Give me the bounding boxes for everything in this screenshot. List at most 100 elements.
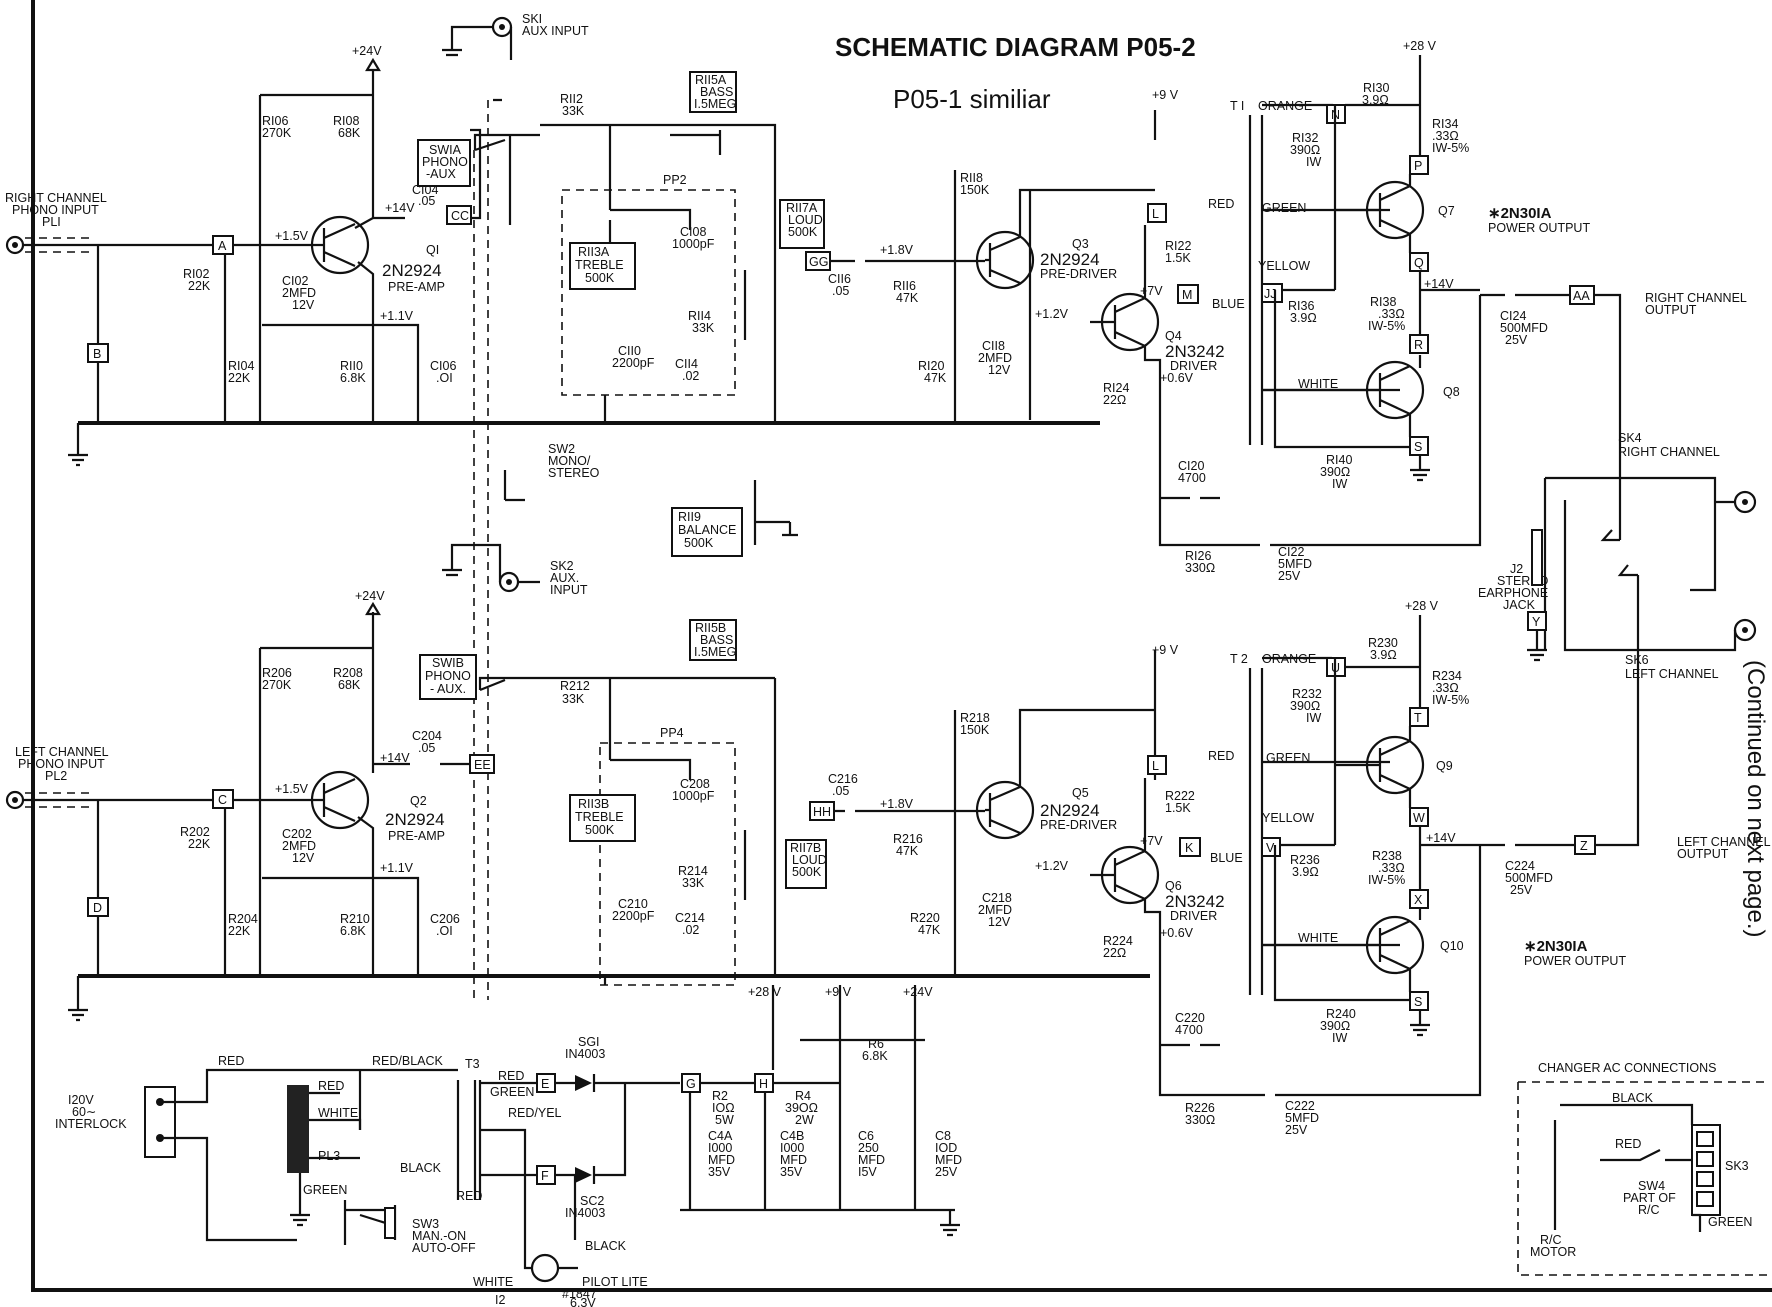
connector-R: R: [1414, 338, 1423, 352]
q3-emitter-voltage: +1.2V: [1035, 307, 1069, 321]
c114-label: CII4: [675, 357, 698, 371]
t3-red2-label: RED: [456, 1189, 482, 1203]
q6-type: 2N3242: [1165, 892, 1225, 911]
connector-A: A: [218, 239, 227, 253]
r236-value: 3.9Ω: [1292, 865, 1319, 879]
c224-label: C224: [1505, 859, 1535, 873]
wire-white-label: WHITE: [1298, 377, 1338, 391]
q5-emitter-voltage: +1.2V: [1035, 859, 1069, 873]
t3-green-label: GREEN: [490, 1085, 534, 1099]
svg-text:+1.1V: +1.1V: [380, 309, 414, 323]
r226-value: 330Ω: [1185, 1113, 1215, 1127]
connector-E: E: [541, 1077, 549, 1091]
r120-label: RI20: [918, 359, 944, 373]
r138-value: .33Ω: [1378, 307, 1405, 321]
motor-label: R/C: [1540, 1233, 1562, 1247]
svg-text:68K: 68K: [338, 678, 361, 692]
r138-label: RI38: [1370, 295, 1396, 309]
r238-tol: IW-5%: [1368, 873, 1405, 887]
sg1-sub: IN4003: [565, 1047, 605, 1061]
sg1-diode-icon: [575, 1075, 592, 1091]
r126-value: 330Ω: [1185, 561, 1215, 575]
rail-9v-mid: +9 V: [1152, 643, 1179, 657]
q9-label: Q9: [1436, 759, 1453, 773]
r216-label: R216: [893, 832, 923, 846]
r118-value: 150K: [960, 183, 990, 197]
r4-value: 39OΩ: [785, 1101, 818, 1115]
c118-volt: 12V: [988, 363, 1011, 377]
connector-T: T: [1414, 711, 1422, 725]
connector-Z: Z: [1580, 839, 1588, 853]
right-channel-section: RIGHT CHANNEL PHONO INPUT PLI QI 2N2924 …: [5, 12, 1747, 1000]
pilot-label: PILOT LITE: [582, 1275, 648, 1289]
r114-value: 33K: [692, 321, 715, 335]
sk6-sub: LEFT CHANNEL: [1625, 667, 1719, 681]
sw1a-sublabel: PHONO: [422, 155, 468, 169]
r240-value: 390Ω: [1320, 1019, 1350, 1033]
r118-label: RII8: [960, 171, 983, 185]
r2-watt: 5W: [715, 1113, 734, 1127]
q5-type: 2N2924: [1040, 801, 1100, 820]
svg-text:2N2924: 2N2924: [385, 810, 445, 829]
r136-label: RI36: [1288, 299, 1314, 313]
svg-text:R210: R210: [340, 912, 370, 926]
rail-9v-top: +9 V: [1152, 88, 1179, 102]
r122-label: RI22: [1165, 239, 1191, 253]
connector-F: F: [541, 1169, 549, 1183]
svg-text:RI02: RI02: [183, 267, 209, 281]
r232-watt: IW: [1306, 711, 1321, 725]
mains-label: I20V: [68, 1093, 94, 1107]
c118-label: CII8: [982, 339, 1005, 353]
svg-text:RI06: RI06: [262, 114, 288, 128]
svg-text:.OI: .OI: [436, 371, 453, 385]
r126-label: RI26: [1185, 549, 1211, 563]
r232-label: R232: [1292, 687, 1322, 701]
c122-value: 5MFD: [1278, 557, 1312, 571]
r115a-sub2: I.5MEG: [694, 97, 736, 111]
svg-text:2MFD: 2MFD: [282, 286, 316, 300]
diagram-title: SCHEMATIC DIAGRAM P05-2: [835, 32, 1196, 62]
c222-volt: 25V: [1285, 1123, 1308, 1137]
q4-role: DRIVER: [1170, 359, 1217, 373]
svg-text:C206: C206: [430, 912, 460, 926]
svg-text:PHONO INPUT: PHONO INPUT: [18, 757, 105, 771]
r234-value: .33Ω: [1432, 681, 1459, 695]
r234-label: R234: [1432, 669, 1462, 683]
c120-label: CI20: [1178, 459, 1204, 473]
c4b-label: C4B: [780, 1129, 804, 1143]
sk4-sub: RIGHT CHANNEL: [1618, 445, 1720, 459]
q3-base-voltage: +1.8V: [880, 243, 914, 257]
motor-sub: MOTOR: [1530, 1245, 1576, 1259]
r218-label: R218: [960, 711, 990, 725]
q2-labels: Q2 2N2924 PRE-AMP +1.5V +14V +1.1V R2062…: [180, 666, 460, 938]
c216-value: .05: [832, 784, 849, 798]
svg-text:2MFD: 2MFD: [282, 839, 316, 853]
q3-transistor-icon: [975, 230, 1035, 290]
svg-text:6.8K: 6.8K: [340, 371, 366, 385]
r238-label: R238: [1372, 849, 1402, 863]
r113b-label: RII3B: [578, 797, 609, 811]
mid-controls: SW2 MONO/ STEREO RII9 BALANCE 500K SK2 A…: [442, 442, 798, 597]
c216-label: C216: [828, 772, 858, 786]
j2-sub2: EARPHONE: [1478, 586, 1548, 600]
t3-red-black-label: RED/BLACK: [372, 1054, 444, 1068]
r138-tol: IW-5%: [1368, 319, 1405, 333]
continued-note: (Continued on next page.): [1742, 660, 1769, 938]
changer-green-label: GREEN: [1708, 1215, 1752, 1229]
c4b-unit: MFD: [780, 1153, 807, 1167]
pilot-volt: 6.3V: [570, 1296, 596, 1307]
c220-value: 4700: [1175, 1023, 1203, 1037]
pp4-label: PP4: [660, 726, 684, 740]
c116-label: CII6: [828, 272, 851, 286]
sw3-sub: MAN.-ON: [412, 1229, 466, 1243]
r117a-sub: LOUD: [788, 213, 823, 227]
r218-value: 150K: [960, 723, 990, 737]
connector-CC: CC: [451, 209, 469, 223]
connector-C: C: [218, 793, 227, 807]
sw4-sub: PART OF: [1623, 1191, 1676, 1205]
pl3-red-label: RED: [318, 1079, 344, 1093]
sg1-label: SGI: [578, 1035, 600, 1049]
ground-symbol: [68, 423, 88, 467]
svg-text:PHONO INPUT: PHONO INPUT: [12, 203, 99, 217]
svg-text:R204: R204: [228, 912, 258, 926]
